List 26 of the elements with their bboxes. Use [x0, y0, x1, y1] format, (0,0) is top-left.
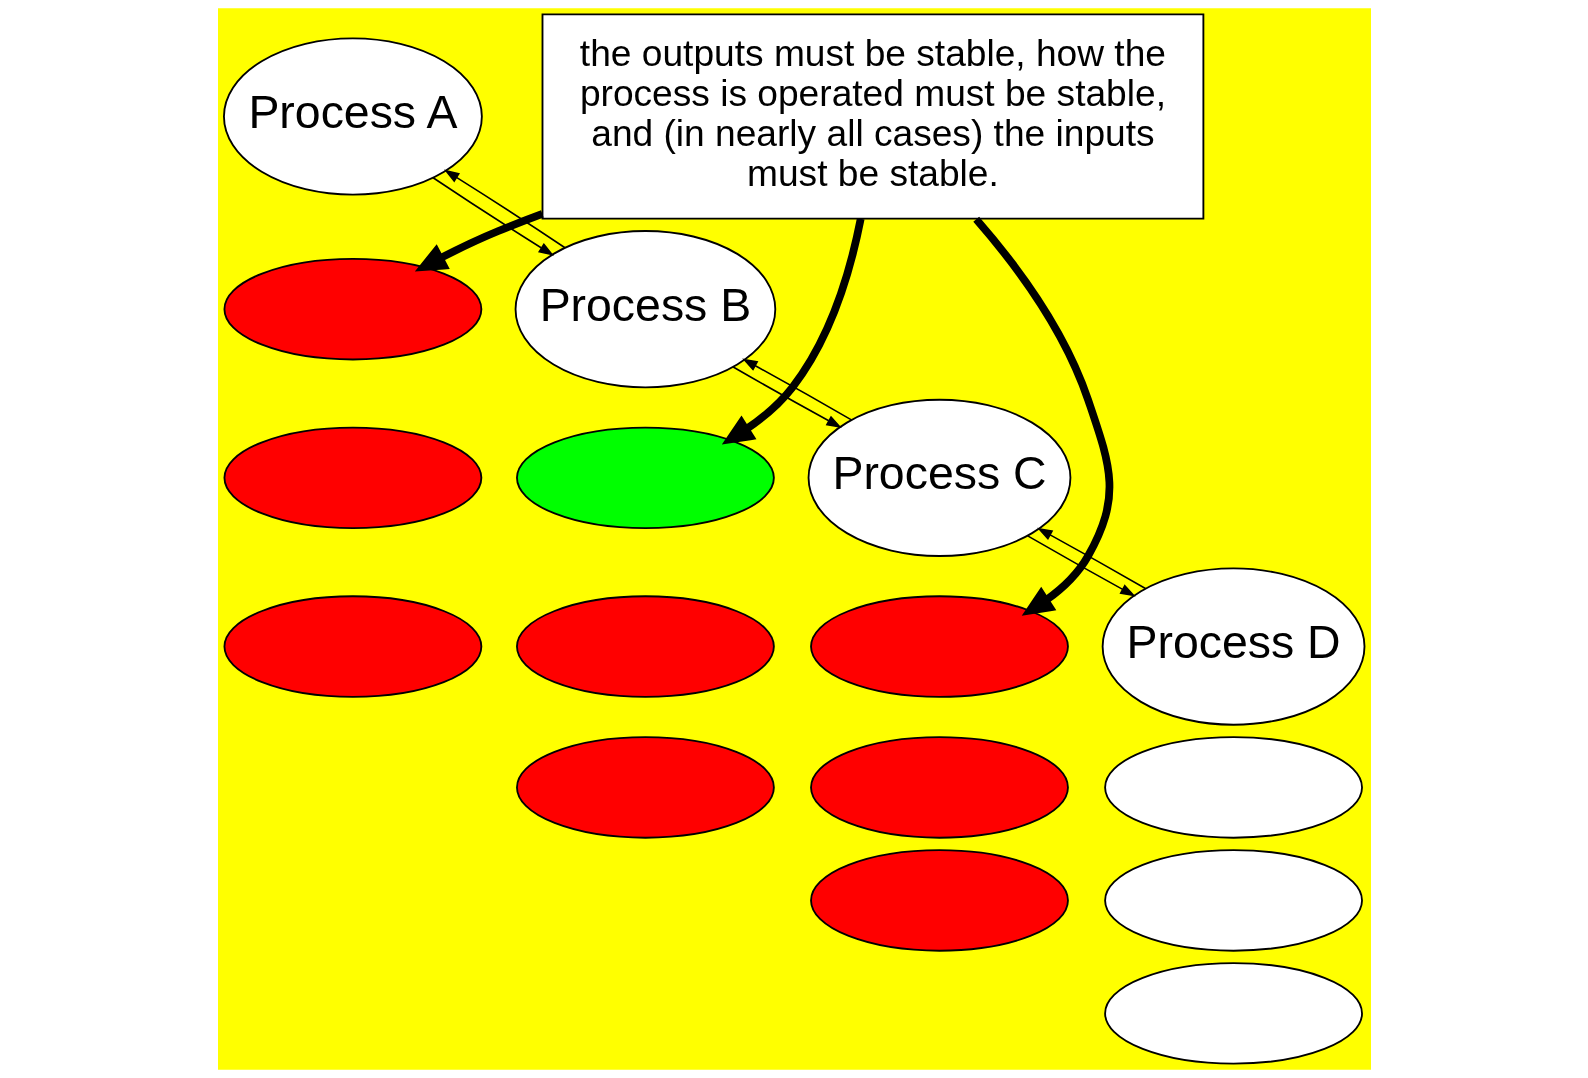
node-ellipse: [809, 736, 1069, 839]
node-ellipse: [515, 595, 775, 698]
arrow: [1026, 535, 1136, 597]
arrow: [721, 218, 864, 445]
node-ellipse: [1103, 736, 1363, 839]
node-ellipse: Process B: [514, 230, 776, 389]
node-ellipse: [223, 426, 482, 530]
node-ellipse: [809, 849, 1069, 952]
arrow: [414, 210, 544, 272]
node-ellipse: [515, 426, 775, 530]
node-ellipse: Process C: [807, 398, 1071, 557]
arrow: [741, 358, 852, 421]
arrow: [1036, 527, 1146, 590]
node-ellipse: [1103, 962, 1363, 1065]
node-ellipse: Process A: [222, 37, 483, 196]
arrow: [972, 216, 1113, 616]
node-ellipse: Process D: [1101, 567, 1365, 726]
node-ellipse: [515, 736, 775, 839]
node-box: the outputs must be stable, how the process is operated must be stable, and (in nearly all cases) the inputs must be stable.: [541, 13, 1204, 220]
arrow: [731, 366, 842, 428]
node-ellipse: [223, 595, 482, 698]
node-ellipse: [809, 595, 1069, 698]
arrow: [431, 176, 554, 256]
node-ellipse: [223, 257, 482, 361]
node-ellipse: [1103, 849, 1363, 952]
arrow: [443, 169, 566, 249]
